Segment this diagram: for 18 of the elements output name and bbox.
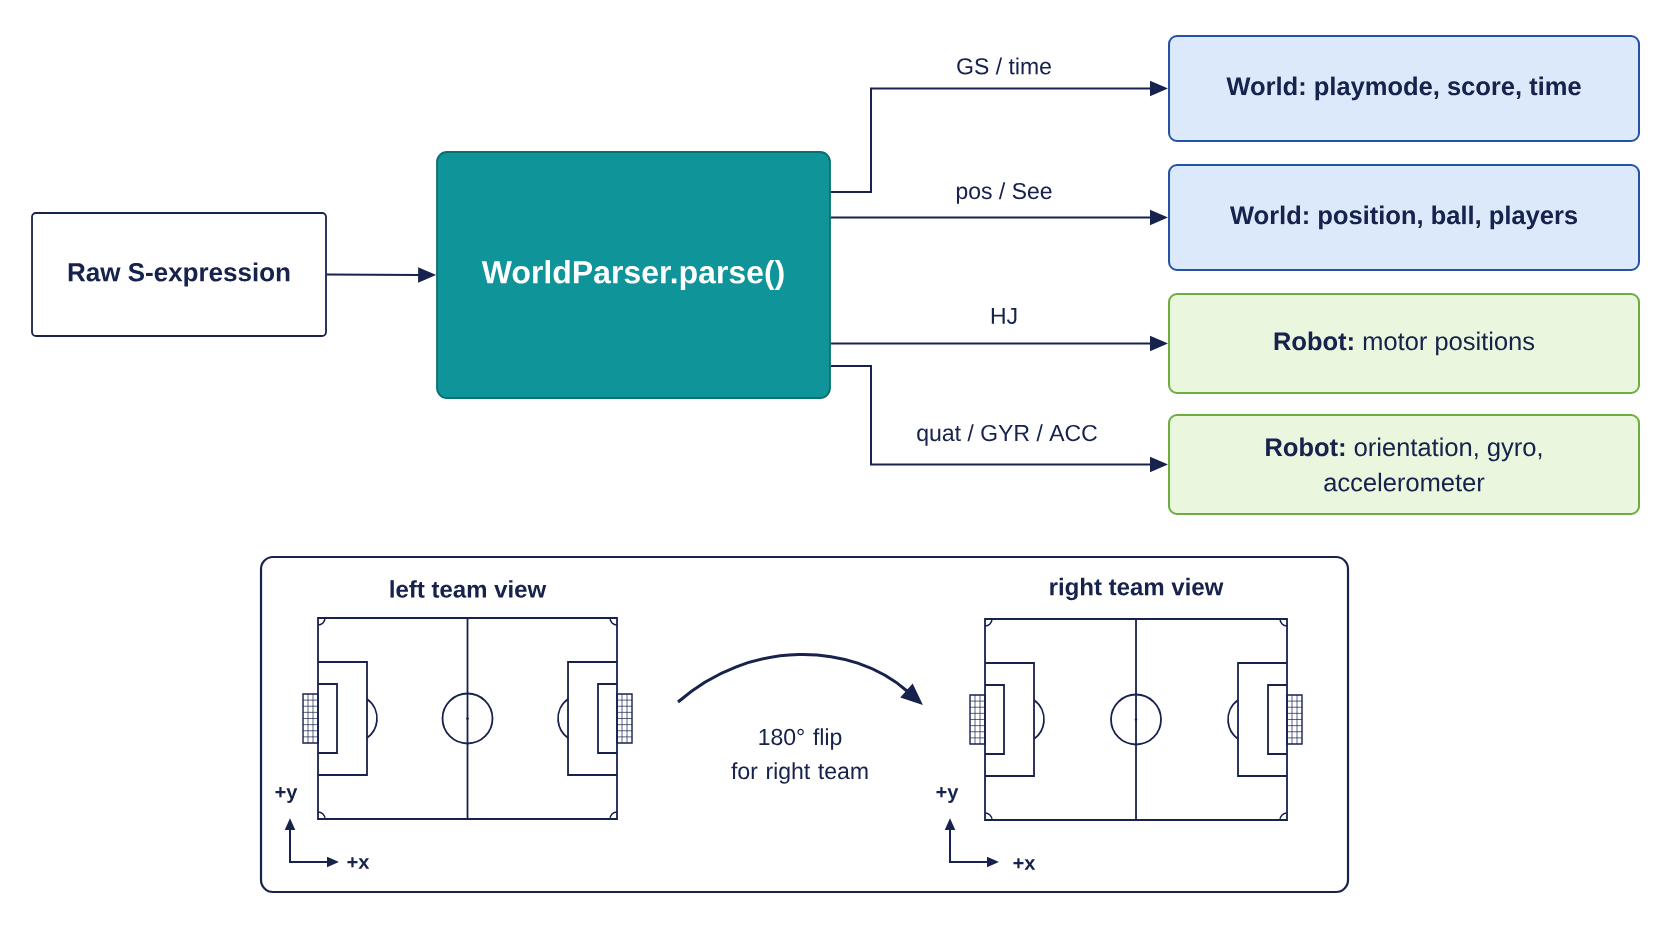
- axis-label: +y: [275, 787, 298, 803]
- field-heading: left team view: [390, 580, 547, 598]
- axis-label: +y: [936, 787, 959, 803]
- edge-label: 180° flip for right team: [731, 728, 868, 784]
- output-box: World: playmode, score, time: [1168, 35, 1640, 142]
- output-box: World: position, ball, players: [1168, 164, 1640, 271]
- input-box: Raw S-expression: [31, 212, 327, 337]
- output-box: Robot: motor positions: [1168, 293, 1640, 394]
- process-box: WorldParser.parse(): [436, 151, 831, 399]
- edge-label: HJ: [991, 307, 1017, 324]
- edge-label: pos / See: [956, 182, 1052, 204]
- edge-label: quat / GYR / ACC: [917, 424, 1097, 446]
- panel-frame: [259, 555, 1350, 894]
- output-box: Robot: orientation, gyro, accelerometer: [1168, 414, 1640, 515]
- axis-label: +x: [1013, 858, 1036, 870]
- edge-label: GS / time: [957, 57, 1051, 75]
- axis-label: +x: [347, 857, 370, 869]
- field-heading: right team view: [1050, 577, 1224, 601]
